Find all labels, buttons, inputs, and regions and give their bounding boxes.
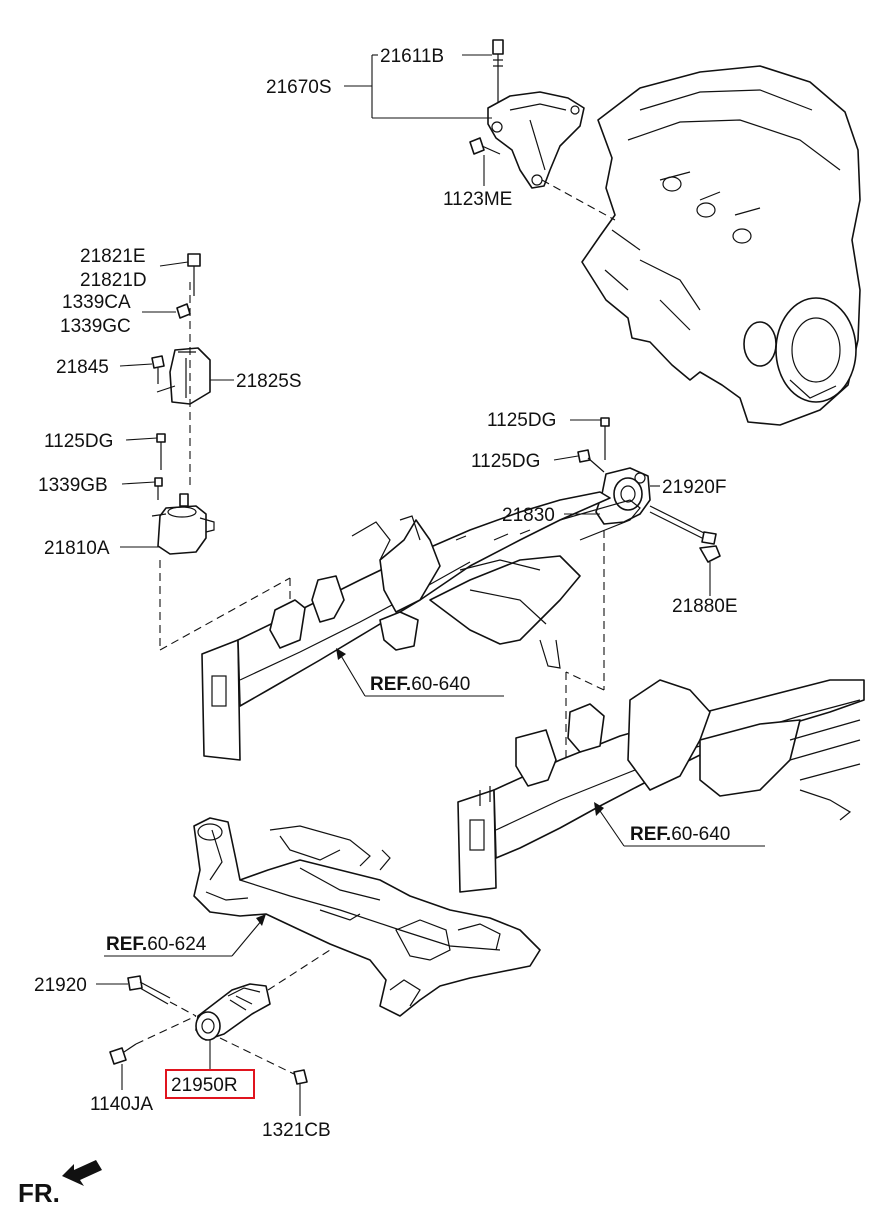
label-1125DG-right-top: 1125DG (487, 410, 556, 431)
label-1321CB: 1321CB (262, 1120, 331, 1141)
label-21950R: 21950R (171, 1075, 238, 1096)
label-21920: 21920 (34, 975, 87, 996)
engine-block (581, 65, 861, 426)
label-21611B: 21611B (380, 46, 444, 67)
left-side-member (201, 491, 641, 761)
label-21821D: 21821D (80, 270, 147, 291)
ref-label-subframe: REF.60-624 (106, 934, 207, 955)
ref-code: 60-640 (671, 824, 730, 845)
label-1339GB: 1339GB (38, 475, 108, 496)
label-1140JA: 1140JA (90, 1094, 153, 1115)
ref-code: 60-624 (147, 934, 207, 955)
part-labels: 21611B 21670S 1123ME 21821E 21821D 1339C… (34, 46, 738, 1141)
label-21830: 21830 (502, 505, 555, 526)
label-1123ME: 1123ME (443, 189, 512, 210)
highlight-box-21950R (165, 1069, 255, 1099)
front-label: FR. (18, 1178, 60, 1208)
label-1339GC: 1339GC (60, 316, 131, 337)
label-21845: 21845 (56, 357, 109, 378)
ref-prefix: REF. (370, 674, 411, 695)
ref-code: 60-640 (411, 674, 470, 695)
reference-labels: REF.60-640 REF.60-640 REF.60-624 (106, 674, 730, 955)
ref-prefix: REF. (106, 934, 147, 955)
label-21825S: 21825S (236, 371, 302, 392)
ref-label-lower-right: REF.60-640 (630, 824, 730, 845)
roll-rod-21950R (109, 949, 331, 1085)
label-21880E: 21880E (672, 596, 738, 617)
label-1339CA: 1339CA (62, 292, 131, 313)
front-arrow-icon (62, 1160, 102, 1186)
upper-bracket-21670S (469, 39, 616, 221)
label-21920F: 21920F (662, 477, 726, 498)
right-side-member (457, 679, 865, 893)
label-21821E: 21821E (80, 246, 146, 267)
ref-prefix: REF. (630, 824, 671, 845)
left-mount-assembly (151, 253, 291, 651)
label-1125DG-right-mid: 1125DG (471, 451, 540, 472)
ref-label-upper: REF.60-640 (370, 674, 470, 695)
label-21810A: 21810A (44, 538, 110, 559)
label-21670S: 21670S (266, 77, 332, 98)
leader-lines (96, 54, 765, 1116)
label-1125DG-left: 1125DG (44, 431, 113, 452)
front-direction-indicator: FR. (18, 1160, 102, 1208)
